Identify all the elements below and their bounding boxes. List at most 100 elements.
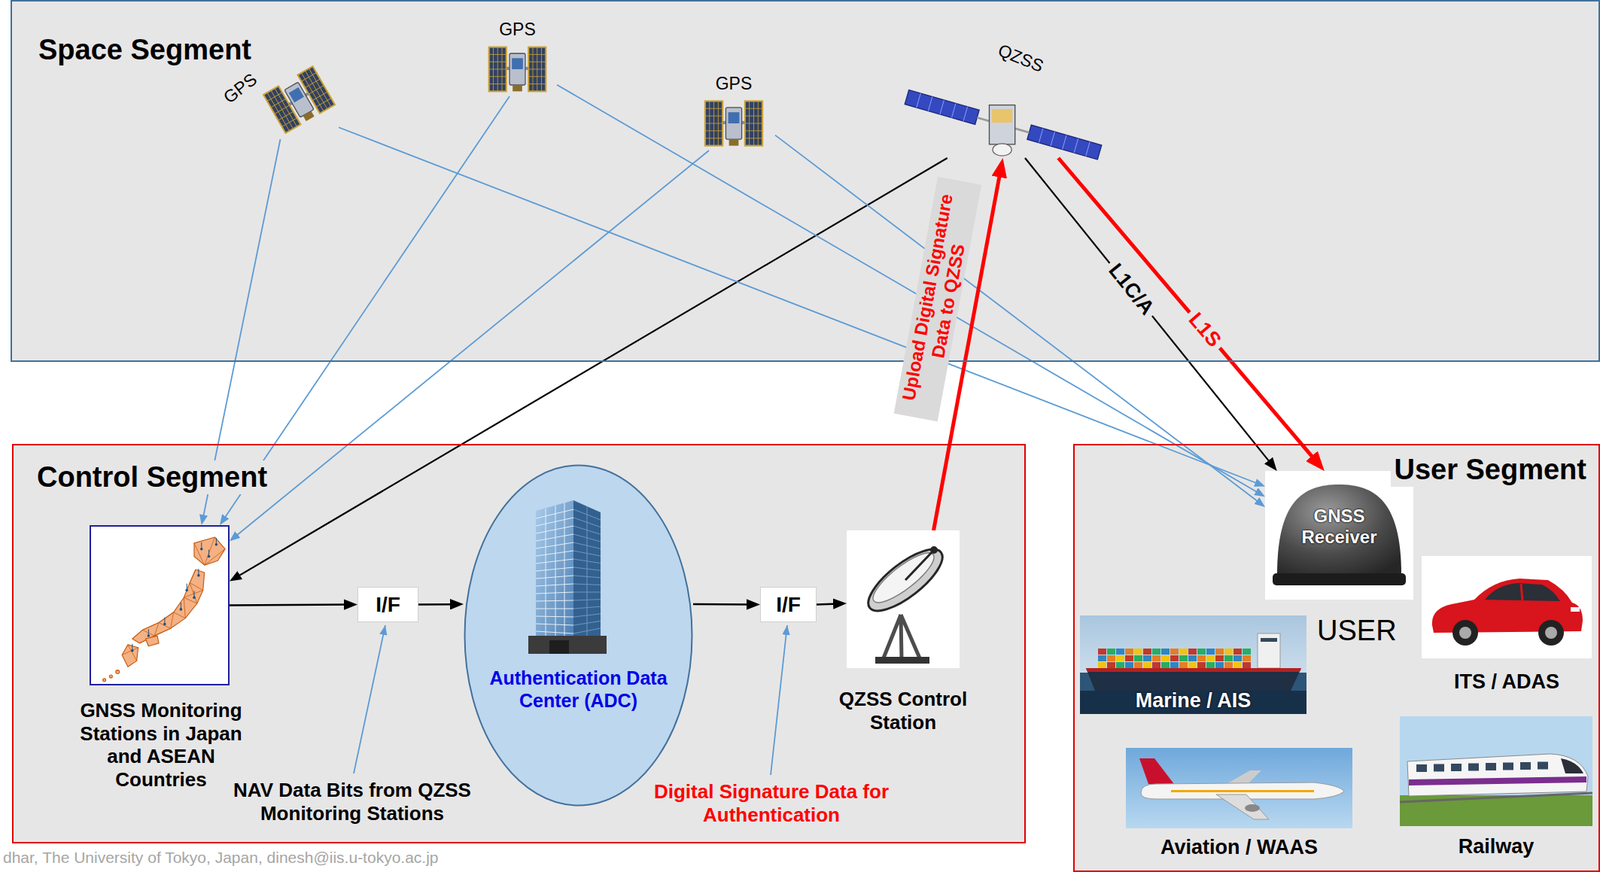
ship-illustration-part [1107,655,1116,662]
dish-illustration-part [905,550,934,581]
train-illustration-part [1485,763,1497,771]
satellite-icon [693,96,774,151]
satellite-icon-part [304,79,320,89]
signal-line [229,603,350,606]
ship-illustration-part [1242,662,1251,669]
ship-illustration-part [1116,662,1125,669]
gnss-receiver: GNSS Receiver [1265,471,1414,600]
plane-illustration-part [1139,758,1175,785]
satellite-icon-part [916,93,921,108]
ship-illustration-part [1206,662,1215,669]
building-icon-part [564,502,566,641]
satellite-icon-part [745,108,763,110]
ship-illustration-part [1098,655,1107,662]
panel-fill [1073,444,1600,872]
dish-illustration-part [846,530,960,669]
train-illustration-part [1560,758,1584,774]
car-illustration-part [1538,620,1564,646]
satellite-icon-part [705,137,723,139]
satellite-icon-part [528,83,546,85]
picture-caption: Aviation / WAAS [1160,836,1318,859]
data-center-label: Authentication Data Center (ADC) [489,667,667,712]
ship-illustration-part [1188,662,1197,669]
ship-illustration-part [1260,638,1278,642]
satellite-icon-part [282,118,298,128]
interface-label: I/F [375,592,401,618]
satellite-icon [891,75,1114,177]
heading-wrap: Control Segment [33,460,271,495]
dish-illustration-part [859,539,952,622]
map-illustration-part [103,678,107,682]
ship-illustration-part [1197,662,1206,669]
caption-wrap: ITS / ADAS [1421,670,1592,695]
satellite-icon-part [489,61,507,63]
ship-illustration-part [1215,655,1224,662]
map-illustration-part [109,675,113,679]
map-illustration-part [200,547,204,551]
ship-illustration-part [1224,662,1233,669]
satellite-icon-part [528,68,546,70]
monitoring-map: GNSS Monitoring Stations in Japan and AS… [89,525,230,686]
car-illustration-part [1421,556,1592,659]
car-illustration [1421,556,1592,659]
signal-line [816,603,839,605]
user-photo: Aviation / WAAS [1125,748,1353,829]
ship-illustration-part [1152,655,1161,662]
picture-caption: QZSS Control Station [839,687,968,734]
ship-illustration-part [1134,662,1143,669]
ship-illustration-part [1085,668,1302,673]
segment-panel: GPSGPSGPSQZSSSpace Segment [10,0,1600,362]
plane-illustration [1125,748,1353,829]
building-icon-part [549,640,569,654]
map-illustration-part [145,635,159,647]
satellite-icon-part [489,68,507,70]
label-wrap: USER [1317,614,1397,648]
building-icon-part [545,508,547,639]
ship-illustration-part [1098,662,1107,669]
building-icon-part [535,559,574,564]
signal-line [1025,158,1272,466]
ship-illustration-part [1224,655,1233,662]
satellite-icon-part [1027,124,1102,160]
ship-illustration-part [1116,648,1125,655]
satellite-icon-part [725,107,742,140]
map-illustration-part [197,574,201,578]
satellite-label: QZSS [995,39,1047,77]
satellite-icon-part [511,57,524,70]
ship-illustration-part [1170,648,1179,655]
train-illustration-part [1502,763,1514,771]
user-photo: Marine / AIS [1079,615,1307,715]
ship-illustration-part [1188,655,1197,662]
satellite-label-wrap: GPS [477,19,557,40]
interface-box: I/F [760,587,817,623]
building-icon-part [587,506,588,639]
ship-illustration-part [1143,648,1152,655]
car-illustration-part [1459,626,1472,639]
satellite-icon-part [489,47,547,92]
heading-wrap: Space Segment [35,33,255,67]
map-illustration-part [121,644,139,667]
ship-illustration-part [1161,648,1170,655]
label-wrap: Digital Signature Data for Authenticatio… [647,780,896,827]
satellite-icon-part [309,68,332,107]
caption-wrap: QZSS Control Station [820,687,986,734]
ship-illustration-part [1125,655,1134,662]
dish-illustration-part [875,657,930,664]
ship-illustration-part [1179,662,1188,669]
map-illustration-part [179,608,183,612]
user-photo: Railway [1399,716,1593,827]
satellite-icon [477,42,557,97]
satellite-icon-part [952,103,956,118]
building-icon-part [535,631,574,634]
satellite-icon-part [705,100,723,146]
ship-illustration-part [1215,662,1224,669]
ship-illustration-part [1161,662,1170,669]
ellipse-text-wrap: Authentication Data Center (ADC) [480,667,677,712]
building-icon-part [535,600,574,602]
train-illustration-part [1537,762,1549,770]
satellite-icon-part [263,66,335,134]
building-icon-part [535,575,574,579]
car-illustration-part [1570,607,1580,612]
dish-illustration [846,530,960,669]
building-icon-part [535,616,574,618]
